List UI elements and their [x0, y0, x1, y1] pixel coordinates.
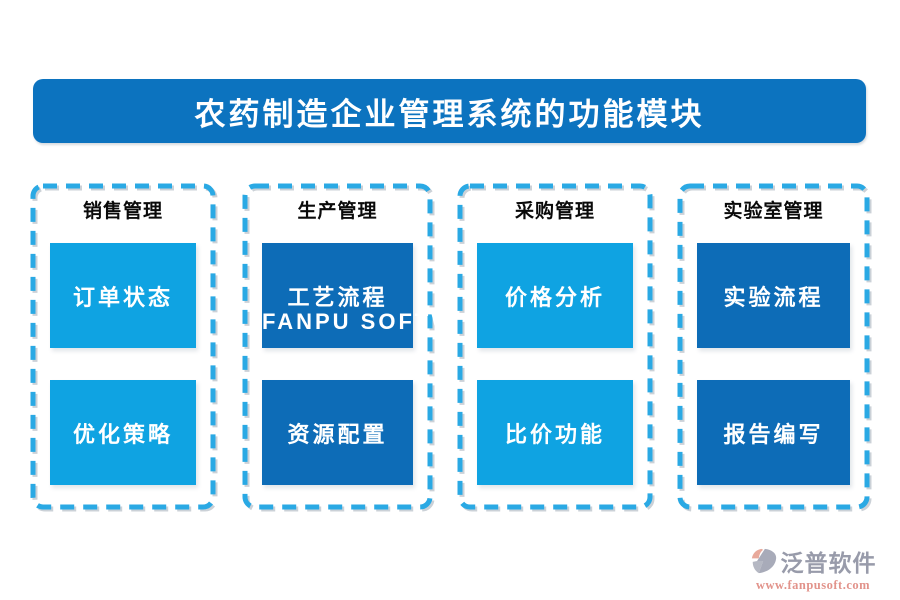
group-header-production: 生产管理 — [297, 201, 378, 222]
page-title: 农药制造企业管理系统的功能模块 — [194, 96, 705, 132]
module-label: 工艺流程 — [287, 284, 388, 310]
module-group-production: 生产管理 工艺流程 FANPU SOFTWARE 资源配置 — [242, 183, 510, 510]
group-header-procurement: 采购管理 — [514, 201, 595, 222]
module-group-procurement: 采购管理 价格分析 比价功能 — [457, 183, 653, 510]
module-box-price-analysis: 价格分析 — [477, 243, 633, 348]
module-box-order-status: 订单状态 — [50, 243, 196, 348]
module-box-report-writing: 报告编写 — [697, 380, 850, 485]
module-label: 价格分析 — [504, 284, 605, 310]
module-box-price-comparison: 比价功能 — [477, 380, 633, 485]
fanpu-logo-icon — [751, 548, 776, 574]
module-label: 订单状态 — [72, 284, 173, 310]
dashed-border — [457, 183, 653, 510]
module-label: 实验流程 — [723, 284, 824, 310]
module-group-sales: 销售管理 订单状态 优化策略 — [30, 183, 216, 510]
dashed-border — [242, 183, 433, 510]
module-label: 报告编写 — [723, 421, 824, 447]
module-label: 比价功能 — [504, 421, 605, 447]
brand-url: www.fanpusoft.com — [755, 578, 871, 592]
module-box-process-flow: 工艺流程 FANPU SOFTWARE — [262, 243, 510, 348]
module-box-optimization-strategy: 优化策略 — [50, 380, 196, 485]
watermark: FANPU SOFTWARE — [262, 309, 510, 335]
dashed-border — [30, 183, 216, 510]
group-header-laboratory: 实验室管理 — [723, 201, 824, 222]
module-box-resource-allocation: 资源配置 — [262, 380, 413, 485]
dashed-border — [677, 183, 870, 510]
page-title-banner: 农药制造企业管理系统的功能模块 — [33, 79, 866, 143]
group-header-sales: 销售管理 — [82, 201, 163, 222]
brand-footer: 泛普软件 www.fanpusoft.com — [738, 544, 888, 593]
brand-name: 泛普软件 — [780, 550, 877, 576]
module-label: 资源配置 — [287, 421, 388, 447]
module-label: 优化策略 — [72, 421, 173, 447]
module-box-experiment-flow: 实验流程 — [697, 243, 850, 348]
module-group-laboratory: 实验室管理 实验流程 报告编写 — [677, 183, 870, 510]
